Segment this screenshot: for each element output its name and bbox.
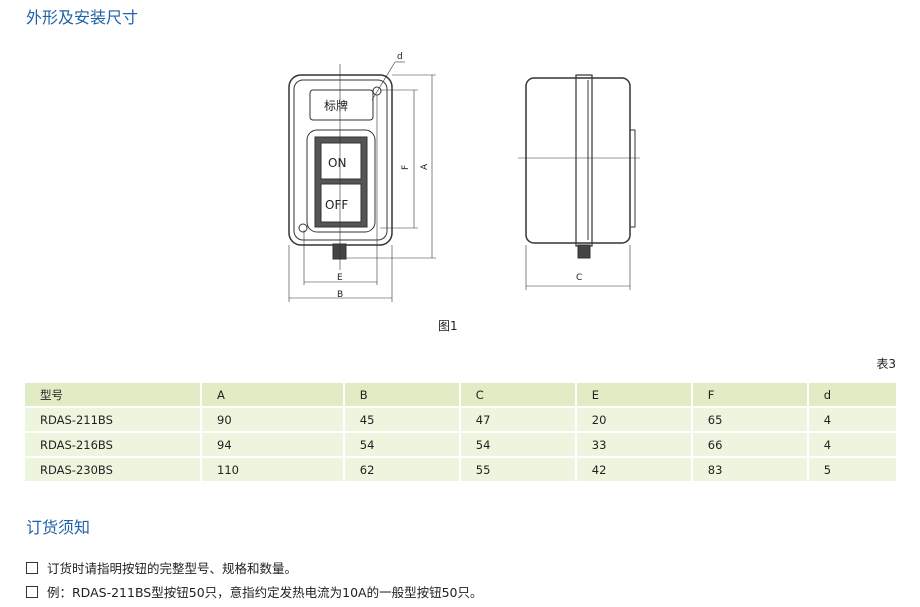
svg-text:A: A xyxy=(420,163,430,170)
svg-text:F: F xyxy=(401,165,411,170)
checkbox-square-icon xyxy=(26,561,38,574)
front-view: 标牌 ON OFF d E B F A xyxy=(288,52,436,302)
section-title: 外形及安装尺寸 xyxy=(26,8,139,27)
note-item: 例：RDAS-211BS型按钮50只，意指约定发热电流为10A的一般型按钮50只… xyxy=(26,582,483,601)
svg-text:B: B xyxy=(337,290,343,300)
svg-text:C: C xyxy=(576,273,582,283)
side-view: C xyxy=(518,74,640,290)
dimension-drawing: 标牌 ON OFF d E B F A C xyxy=(288,52,640,302)
svg-text:d: d xyxy=(397,52,403,62)
label-plate-text: 标牌 xyxy=(324,99,348,113)
checkbox-square-icon xyxy=(26,585,38,598)
note-item: 订货时请指明按钮的完整型号、规格和数量。 xyxy=(26,558,297,577)
figure-caption: 图1 xyxy=(438,319,458,333)
svg-text:E: E xyxy=(337,273,343,283)
on-button-text: ON xyxy=(328,156,346,170)
table-number: 表3 xyxy=(876,357,896,371)
off-button-text: OFF xyxy=(325,198,348,212)
order-title: 订货须知 xyxy=(26,518,91,537)
